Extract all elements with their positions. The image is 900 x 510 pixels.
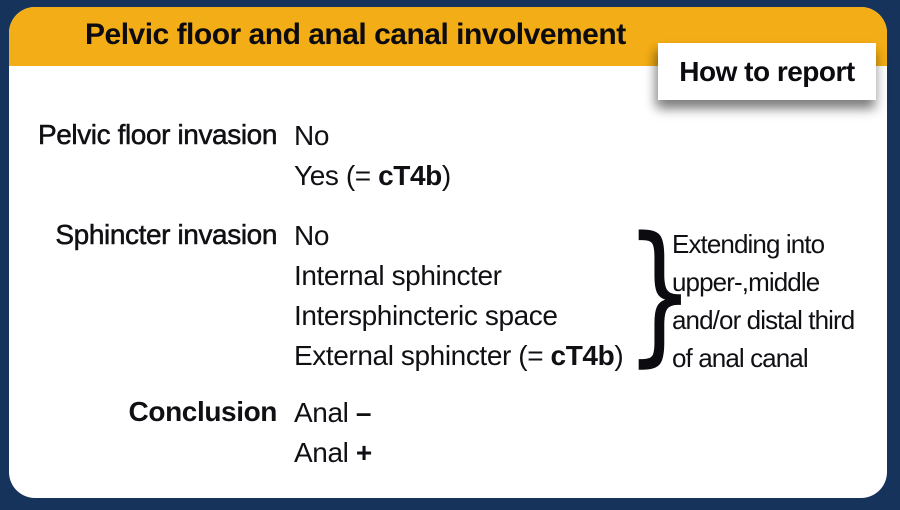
curly-brace-icon: }: [625, 204, 695, 381]
value-line: Internal sphincter: [294, 259, 623, 299]
value-text: Anal: [294, 437, 356, 468]
how-to-report-label: How to report: [679, 55, 855, 87]
row-label-pelvic-floor-invasion: Pelvic floor invasion: [37, 119, 278, 151]
value-bold-text: –: [355, 397, 372, 428]
value-bold-text: +: [355, 437, 372, 468]
annotation-line: and/or distal third: [672, 305, 855, 335]
annotation-line: Extending into: [672, 229, 825, 259]
how-to-report-badge: How to report: [658, 43, 876, 100]
value-line: Anal –: [294, 396, 372, 436]
value-line: External sphincter (= cT4b): [294, 339, 624, 379]
value-line: No: [294, 119, 451, 159]
value-bold-text: cT4b: [550, 340, 615, 371]
value-line: Yes (= cT4b): [294, 159, 451, 199]
row-label-sphincter-invasion: Sphincter invasion: [55, 219, 278, 251]
value-text: Internal sphincter: [294, 260, 502, 291]
value-text: ): [441, 160, 451, 191]
value-text: Anal: [294, 397, 356, 428]
value-block-sphincter: No Internal sphincter Intersphincteric s…: [294, 219, 624, 379]
annotation-line: upper-,middle: [672, 267, 820, 297]
value-block-pelvic-floor: No Yes (= cT4b): [294, 119, 451, 199]
value-text: No: [294, 220, 329, 251]
value-bold-text: cT4b: [378, 160, 442, 191]
value-line: Anal +: [294, 436, 372, 476]
value-text: No: [294, 120, 329, 151]
row-label-conclusion: Conclusion: [128, 396, 278, 427]
annotation-text: Extending into upper-,middle and/or dist…: [672, 228, 855, 380]
annotation-line: of anal canal: [672, 343, 809, 373]
value-text: External sphincter (=: [294, 340, 551, 371]
value-block-conclusion: Anal – Anal +: [294, 396, 372, 476]
value-text: Intersphincteric space: [294, 300, 558, 331]
slide-title: Pelvic floor and anal canal involvement: [85, 18, 626, 51]
value-line: Intersphincteric space: [294, 299, 623, 339]
value-line: No: [294, 219, 623, 259]
value-text: ): [614, 340, 624, 371]
value-text: Yes (=: [294, 160, 379, 191]
